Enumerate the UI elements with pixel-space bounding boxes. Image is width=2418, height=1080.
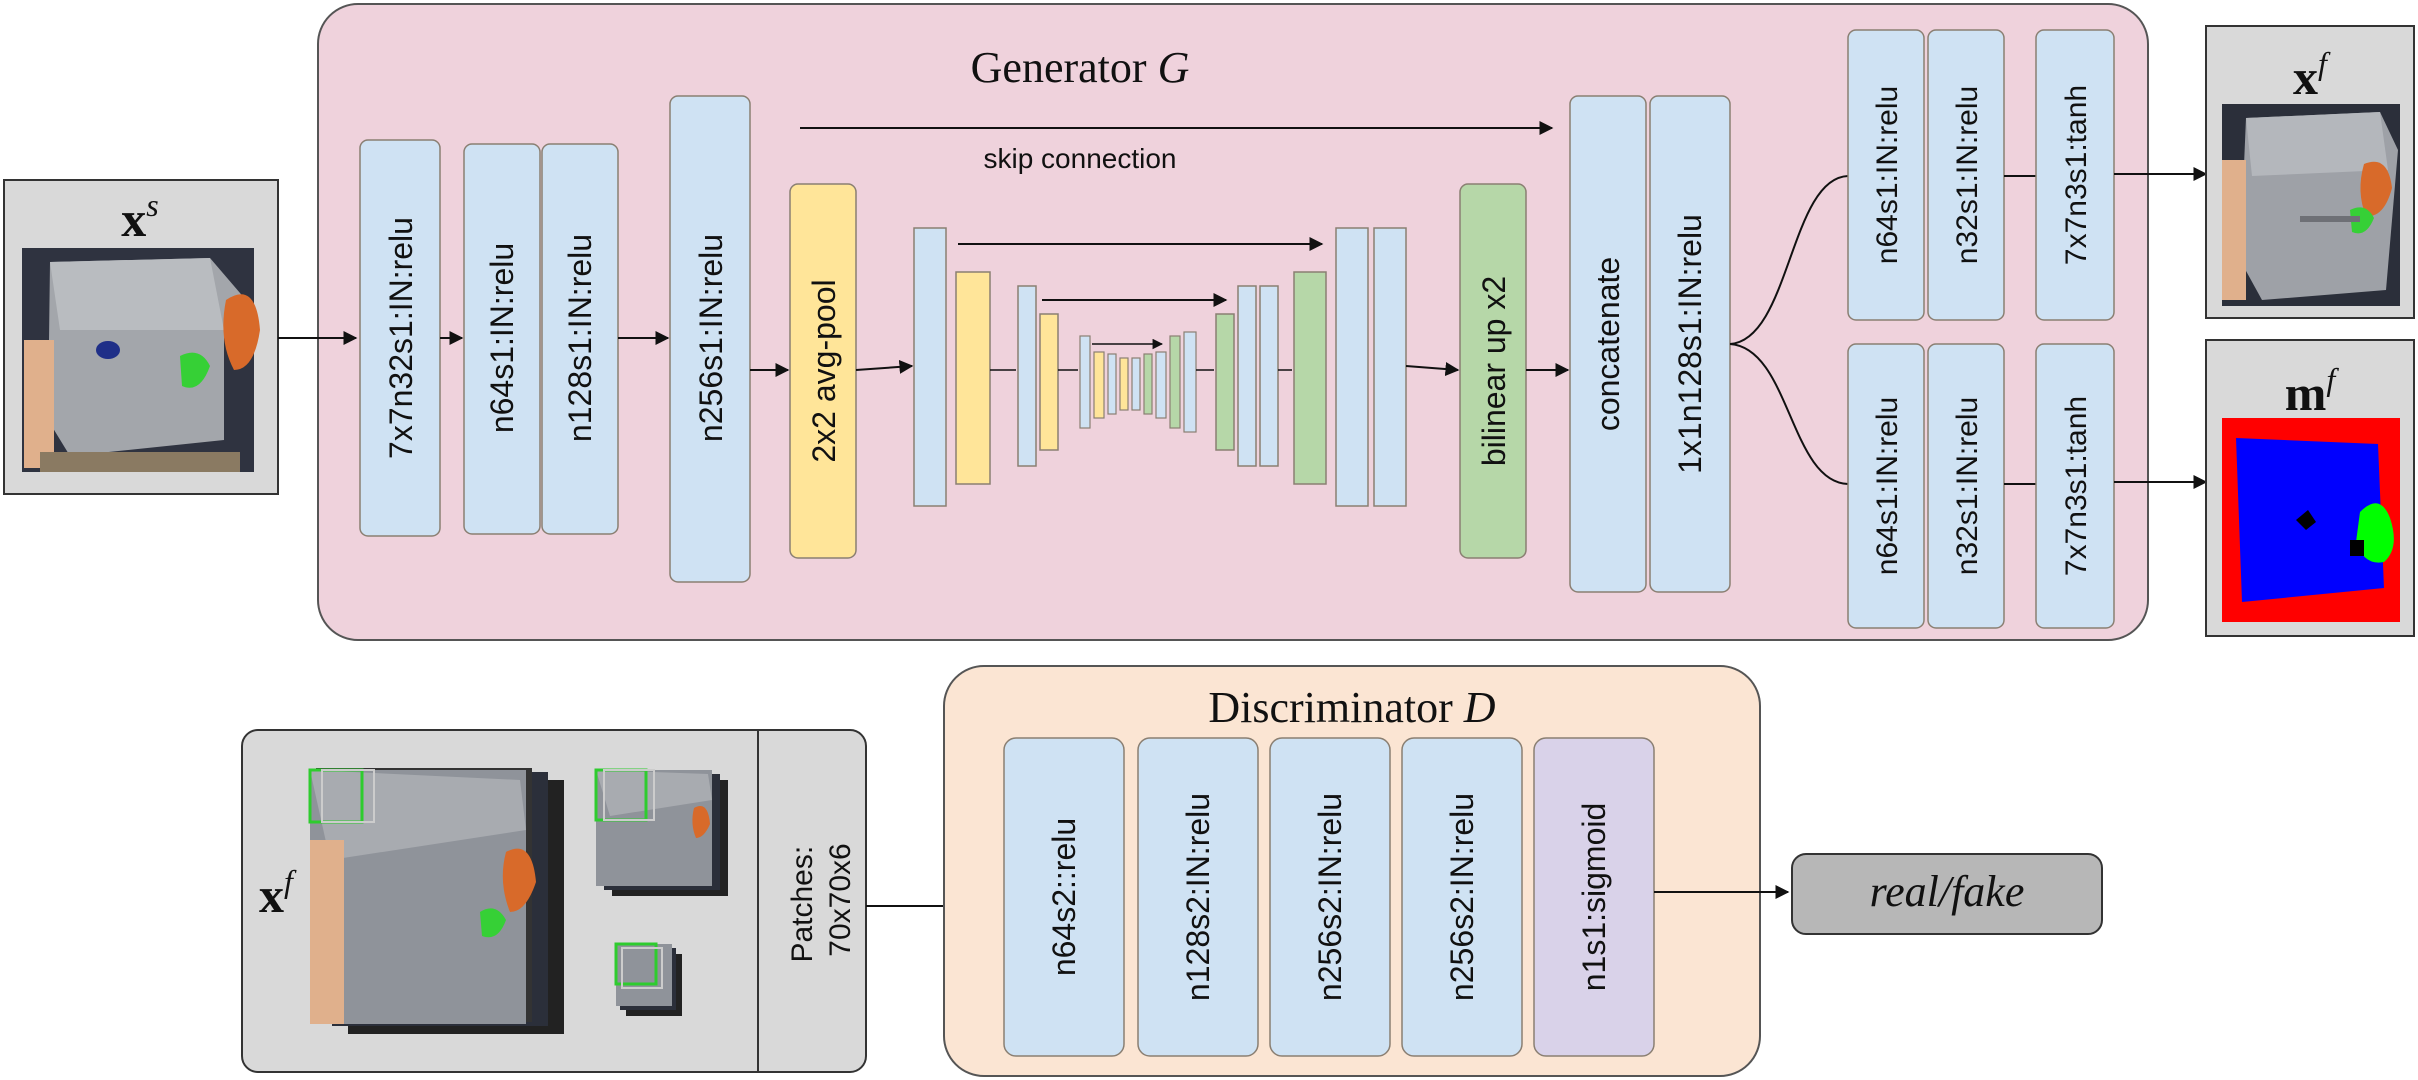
disc-layer-3-block xyxy=(1269,737,1391,1057)
disc-patch-stack-large xyxy=(308,768,564,1034)
gen-conv3-label: n128s1:IN:relu xyxy=(562,234,598,442)
disc-layer-1-label: n64s2::relu xyxy=(1046,818,1082,976)
mask-head-conv2-label: n32s1:IN:relu xyxy=(1951,397,1984,575)
generator-title: Generator G xyxy=(971,43,1190,92)
gen-avgpool-block xyxy=(789,183,857,559)
output-scene-image xyxy=(2222,104,2400,306)
gen-conv2-label: n64s1:IN:relu xyxy=(484,243,520,433)
image-head-conv1-label: n64s1:IN:relu xyxy=(1871,86,1904,264)
gen-conv4-block xyxy=(669,95,751,583)
gen-conv1-label: 7x7n32s1:IN:relu xyxy=(383,217,419,459)
disc-layer-3-label: n256s2:IN:relu xyxy=(1312,793,1348,1001)
gen-concat-label: concatenate xyxy=(1590,257,1626,431)
disc-sigmoid-label: n1s1:sigmoid xyxy=(1576,803,1612,992)
mask-head: n64s1:IN:relu n32s1:IN:relu 7x7n3s1:tanh xyxy=(1847,343,2115,629)
output-mask-image xyxy=(2222,418,2400,622)
gen-conv2-block xyxy=(463,143,541,535)
gen-upsample-label: bilinear up x2 xyxy=(1476,276,1512,466)
disc-layer-2-label: n128s2:IN:relu xyxy=(1180,793,1216,1001)
disc-patches-label: Patches: 70x70x6 xyxy=(786,837,857,962)
mask-head-conv3-label: 7x7n3s1:tanh xyxy=(2060,396,2093,576)
mask-head-conv1 xyxy=(1847,343,1925,629)
disc-output-label: real/fake xyxy=(1870,867,2025,916)
disc-layer-4-block xyxy=(1401,737,1523,1057)
disc-layer-4-label: n256s2:IN:relu xyxy=(1444,793,1480,1001)
discriminator-title: Discriminator D xyxy=(1208,683,1495,732)
disc-sigmoid-block xyxy=(1533,737,1655,1057)
image-head-conv1 xyxy=(1847,29,1925,321)
gen-avgpool-label: 2x2 avg-pool xyxy=(806,279,842,462)
input-symbol: xs xyxy=(121,187,158,247)
image-head: n64s1:IN:relu n32s1:IN:relu 7x7n3s1:tanh xyxy=(1847,29,2115,321)
image-head-conv2-label: n32s1:IN:relu xyxy=(1951,86,1984,264)
disc-patch-stack-small xyxy=(614,942,682,1016)
unet-encoder-decoder xyxy=(913,227,1407,507)
split-arrow-image-branch xyxy=(1729,175,1849,345)
disc-layer-2-block xyxy=(1137,737,1259,1057)
arrow-unet-upsample xyxy=(1405,362,1460,377)
output-mask-symbol: mf xyxy=(2285,361,2340,421)
gen-conv4-label: n256s1:IN:relu xyxy=(693,234,729,442)
input-scene-image xyxy=(22,248,260,472)
mask-head-conv1-label: n64s1:IN:relu xyxy=(1871,397,1904,575)
disc-layer-1-block xyxy=(1003,737,1125,1057)
mask-head-conv3 xyxy=(2035,343,2115,629)
split-arrow-mask-branch xyxy=(1729,343,1849,485)
image-head-conv3-label: 7x7n3s1:tanh xyxy=(2060,85,2093,265)
disc-output-box xyxy=(1791,853,2103,935)
skip-connection-label: skip connection xyxy=(983,143,1176,174)
gen-concat-block xyxy=(1569,95,1647,593)
disc-patch-stack-medium xyxy=(594,768,728,896)
gen-conv1x1-label: 1x1n128s1:IN:relu xyxy=(1672,214,1708,474)
mask-head-conv2 xyxy=(1927,343,2005,629)
arrow-pool-unet xyxy=(855,359,914,374)
disc-input-symbol: xf xyxy=(259,863,297,923)
